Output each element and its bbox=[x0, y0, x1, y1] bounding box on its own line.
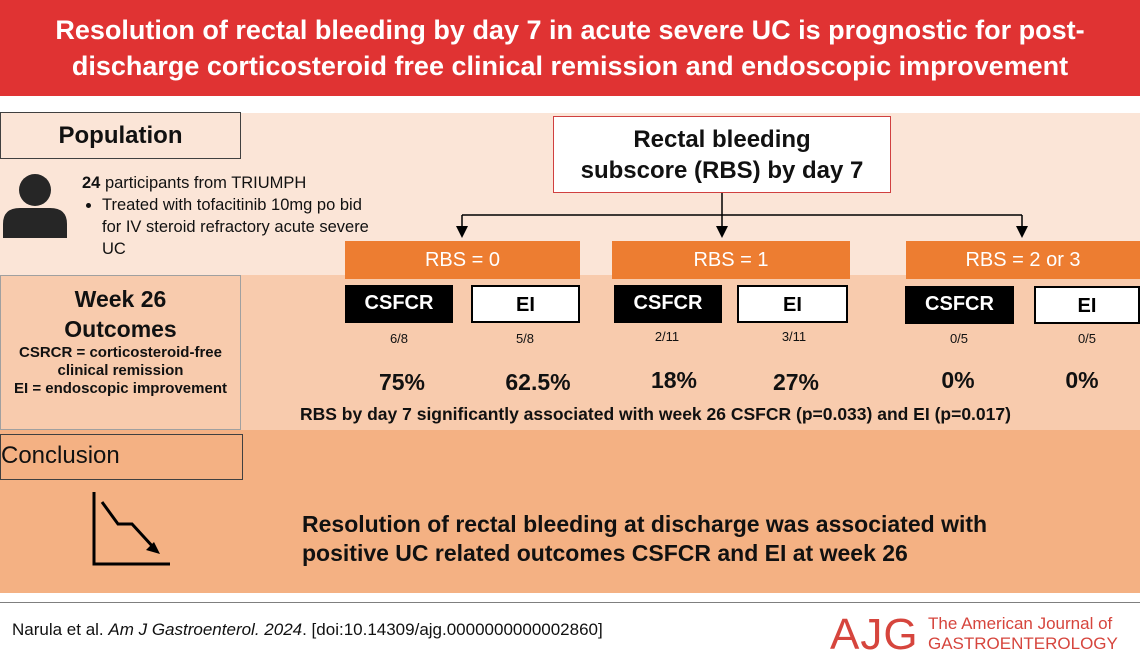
population-bullets: Treated with tofacitinib 10mg po bid for… bbox=[82, 194, 382, 260]
group-rbs-0-csfcr-percent: 75% bbox=[378, 369, 426, 395]
group-rbs-1-csfcr-fraction: 2/11 bbox=[654, 329, 680, 344]
treatment-bullet: Treated with tofacitinib 10mg po bid for… bbox=[102, 194, 382, 260]
rbs-box: Rectal bleeding subscore (RBS) by day 7 bbox=[553, 116, 891, 193]
conclusion-label: Conclusion bbox=[0, 434, 243, 480]
group-rbs-0-csfcr-fraction: 6/8 bbox=[389, 331, 409, 346]
group-rbs-0-csfcr-tag: CSFCR bbox=[345, 285, 453, 323]
outcomes-title-line-1: Week 26 bbox=[74, 286, 167, 312]
group-rbs-2-3-csfcr-tag: CSFCR bbox=[905, 286, 1014, 324]
downward-trend-icon bbox=[92, 492, 170, 566]
group-rbs-1-ei-percent: 27% bbox=[772, 369, 820, 395]
citation-year: . 2024 bbox=[254, 620, 303, 639]
group-rbs-2-3-header: RBS = 2 or 3 bbox=[906, 241, 1140, 279]
title-line-1: Resolution of rectal bleeding by day 7 i… bbox=[55, 15, 1085, 45]
group-rbs-0-ei-fraction: 5/8 bbox=[515, 331, 535, 346]
csrcr-definition: CSRCR = corticosteroid-free clinical rem… bbox=[19, 344, 222, 379]
group-rbs-1-ei-tag: EI bbox=[737, 285, 848, 323]
rbs-box-line-2: subscore (RBS) by day 7 bbox=[580, 157, 864, 184]
rbs-box-line-1: Rectal bleeding bbox=[633, 126, 811, 153]
conclusion-line-1: Resolution of rectal bleeding at dischar… bbox=[302, 511, 988, 537]
outcomes-label: Week 26 Outcomes CSRCR = corticosteroid-… bbox=[0, 275, 241, 430]
ajg-logo: AJG bbox=[830, 610, 919, 659]
ei-definition: EI = endoscopic improvement bbox=[14, 380, 227, 397]
footer-divider bbox=[0, 602, 1140, 603]
group-rbs-1-csfcr-tag: CSFCR bbox=[614, 285, 722, 323]
participants-line: 24 participants from TRIUMPH bbox=[82, 172, 382, 194]
group-rbs-0-ei-tag: EI bbox=[471, 285, 580, 323]
participant-count: 24 bbox=[82, 174, 101, 192]
journal-name-line-1: The American Journal of bbox=[928, 614, 1113, 633]
citation: Narula et al. Am J Gastroenterol. 2024. … bbox=[12, 620, 603, 640]
population-description: 24 participants from TRIUMPH Treated wit… bbox=[82, 172, 382, 260]
person-icon bbox=[3, 174, 67, 238]
group-rbs-0-ei-percent: 62.5% bbox=[505, 369, 571, 395]
citation-journal: Am J Gastroenterol bbox=[108, 620, 255, 639]
group-rbs-2-3-csfcr-fraction: 0/5 bbox=[949, 331, 969, 346]
group-rbs-1-csfcr-percent: 18% bbox=[650, 367, 698, 393]
title-banner: Resolution of rectal bleeding by day 7 i… bbox=[0, 0, 1140, 96]
group-rbs-2-3-ei-fraction: 0/5 bbox=[1077, 331, 1097, 346]
outcomes-title-line-2: Outcomes bbox=[64, 316, 177, 342]
significance-statement: RBS by day 7 significantly associated wi… bbox=[300, 404, 1011, 424]
conclusion-text: Resolution of rectal bleeding at dischar… bbox=[302, 510, 1122, 568]
participants-text: participants from TRIUMPH bbox=[100, 174, 307, 192]
conclusion-line-2: positive UC related outcomes CSFCR and E… bbox=[302, 540, 908, 566]
group-rbs-2-3-ei-percent: 0% bbox=[1065, 367, 1099, 393]
journal-name-line-2: GASTROENTEROLOGY bbox=[928, 634, 1118, 653]
citation-authors: Narula et al. bbox=[12, 620, 109, 639]
group-rbs-2-3-ei-tag: EI bbox=[1034, 286, 1140, 324]
population-label: Population bbox=[0, 112, 241, 159]
title-line-2: discharge corticosteroid free clinical r… bbox=[71, 51, 1069, 81]
group-rbs-1-ei-fraction: 3/11 bbox=[781, 329, 807, 344]
group-rbs-0-header: RBS = 0 bbox=[345, 241, 580, 279]
group-rbs-1-header: RBS = 1 bbox=[612, 241, 850, 279]
group-rbs-2-3-csfcr-percent: 0% bbox=[941, 367, 975, 393]
journal-name: The American Journal of GASTROENTEROLOGY bbox=[928, 614, 1118, 654]
outcomes-title: Week 26 Outcomes bbox=[1, 284, 240, 344]
citation-doi: . [doi:10.14309/ajg.0000000000002860] bbox=[302, 620, 603, 639]
